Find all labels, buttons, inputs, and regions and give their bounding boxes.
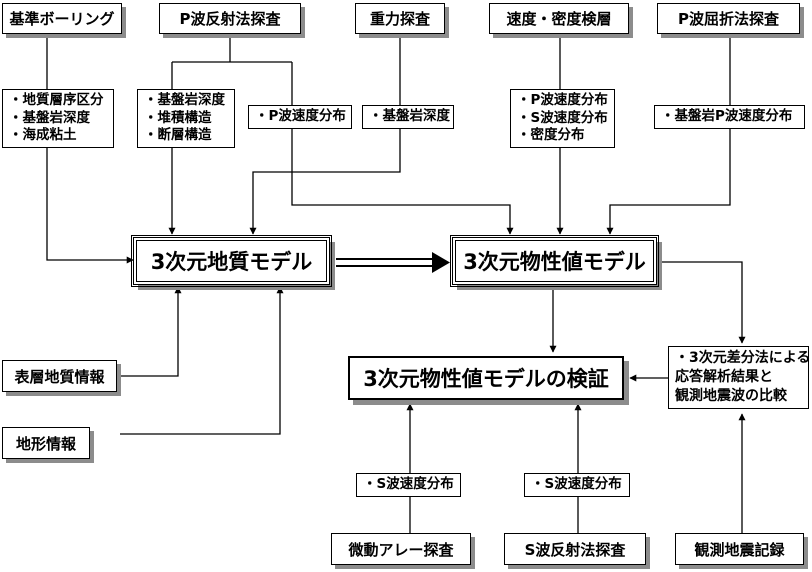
source-p-refraction: P波屈折法探査 (657, 3, 800, 34)
source-surface-geology-label: 表層地質情報 (14, 367, 105, 386)
source-p-reflection-label: P波反射法探査 (179, 10, 281, 28)
model-geology: 3次元地質モデル (131, 235, 332, 287)
label-s-reflection: ・S波速度分布 (524, 473, 630, 497)
source-p-reflection: P波反射法探査 (159, 3, 301, 34)
source-microtremor-label: 微動アレー探査 (348, 540, 454, 559)
label-velocity-density-line-1: ・P波速度分布 (517, 92, 608, 108)
source-seismic-records-label: 観測地震記録 (694, 540, 785, 559)
label-comparison: ・3次元差分法による 応答解析結果と 観測地震波の比較 (668, 346, 811, 409)
label-p-reflection-structure: ・基盤岩深度 ・堆積構造 ・断層構造 (137, 89, 235, 148)
big-arrow-head (432, 252, 450, 273)
source-velocity-density: 速度・密度検層 (489, 3, 629, 34)
source-surface-geology: 表層地質情報 (2, 360, 117, 392)
line-topography (120, 286, 284, 435)
source-seismic-records: 観測地震記録 (675, 533, 804, 565)
verification-label: 3次元物性値モデルの検証 (363, 367, 609, 391)
label-p-reflection-velocity-text: ・P波速度分布 (255, 108, 346, 124)
source-boring: 基準ボーリング (2, 3, 122, 34)
source-gravity-label: 重力探査 (369, 10, 430, 28)
label-velocity-density-line-2: ・S波速度分布 (517, 109, 608, 126)
label-microtremor: ・S波速度分布 (356, 473, 461, 497)
label-microtremor-text: ・S波速度分布 (363, 476, 454, 492)
source-s-reflection-label: S波反射法探査 (524, 540, 626, 559)
label-s-reflection-text: ・S波速度分布 (531, 476, 622, 492)
line-preflection-right (291, 62, 514, 235)
source-s-reflection: S波反射法探査 (504, 533, 646, 565)
label-p-refraction: ・基盤岩P波速度分布 (654, 105, 805, 129)
label-p-reflection-structure-line-1: ・基盤岩深度 (144, 92, 225, 108)
label-p-reflection-structure-line-2: ・堆積構造 (144, 109, 212, 126)
line-boring (46, 38, 134, 264)
label-p-refraction-text: ・基盤岩P波速度分布 (661, 108, 793, 124)
source-topography-label: 地形情報 (15, 434, 76, 453)
source-velocity-density-label: 速度・密度検層 (506, 10, 612, 28)
label-boring: ・地質層序区分 ・基盤岩深度 ・海成粘土 (2, 89, 114, 148)
verification-box: 3次元物性値モデルの検証 (348, 356, 624, 400)
source-gravity: 重力探査 (355, 3, 445, 34)
source-boring-label: 基準ボーリング (9, 10, 115, 28)
label-comparison-line-1: ・3次元差分法による (675, 350, 811, 366)
label-comparison-line-3: 観測地震波の比較 (675, 388, 787, 404)
label-boring-line-2: ・基盤岩深度 (9, 109, 90, 126)
label-gravity-text: ・基盤岩深度 (369, 108, 450, 124)
label-p-reflection-velocity: ・P波速度分布 (248, 105, 352, 129)
label-boring-line-1: ・地質層序区分 (9, 92, 104, 108)
source-p-refraction-label: P波屈折法探査 (678, 10, 779, 28)
label-p-reflection-structure-line-3: ・断層構造 (144, 127, 212, 143)
source-topography: 地形情報 (2, 427, 90, 459)
model-geology-label: 3次元地質モデル (150, 250, 313, 274)
line-physical-to-comparison (662, 261, 746, 344)
label-gravity: ・基盤岩深度 (362, 105, 454, 129)
line-p-refraction (606, 38, 731, 235)
label-velocity-density-line-3: ・密度分布 (517, 127, 585, 143)
label-velocity-density: ・P波速度分布 ・S波速度分布 ・密度分布 (510, 89, 615, 148)
label-comparison-line-2: 応答解析結果と (675, 369, 773, 385)
model-physical: 3次元物性値モデル (450, 235, 659, 287)
label-boring-line-3: ・海成粘土 (9, 127, 77, 143)
source-microtremor: 微動アレー探査 (331, 533, 471, 565)
line-surface-geology (120, 286, 182, 377)
model-physical-label: 3次元物性値モデル (463, 250, 646, 274)
